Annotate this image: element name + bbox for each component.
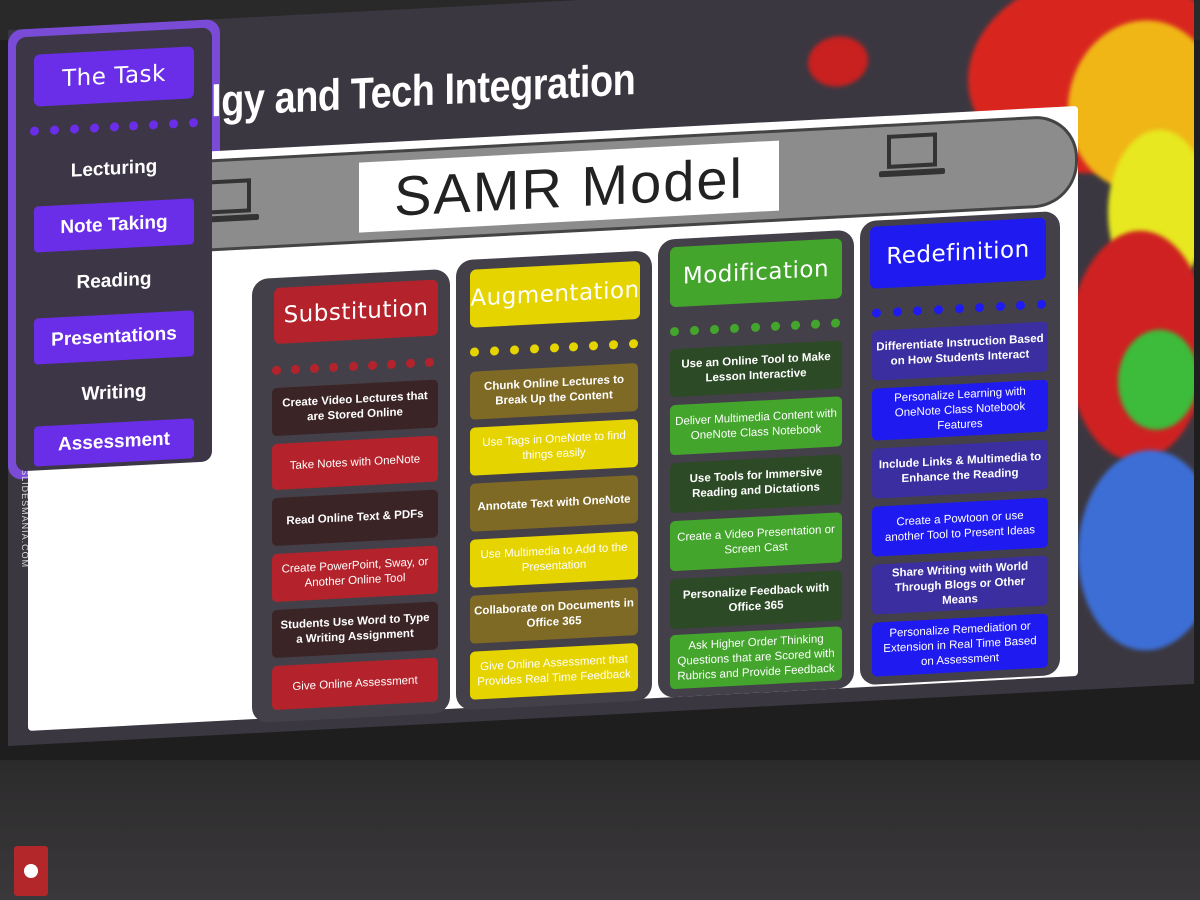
dot-divider xyxy=(872,299,1046,319)
augmentation-item: Annotate Text with OneNote xyxy=(470,474,638,532)
modification-column: Modification Use an Online Tool to Make … xyxy=(658,229,854,698)
substitution-header: Substitution xyxy=(274,279,438,345)
augmentation-item: Chunk Online Lectures to Break Up the Co… xyxy=(470,362,638,420)
task-item: Reading xyxy=(76,268,152,294)
task-item: Lecturing xyxy=(70,156,158,182)
task-item: Presentations xyxy=(34,310,194,365)
augmentation-header: Augmentation xyxy=(470,260,640,328)
substitution-item: Take Notes with OneNote xyxy=(272,435,438,491)
modification-item: Use an Online Tool to Make Lesson Intera… xyxy=(670,340,842,398)
fire-alarm xyxy=(14,846,48,896)
redefinition-item: Personalize Remediation or Extension in … xyxy=(872,613,1048,677)
augmentation-column: Augmentation Chunk Online Lectures to Br… xyxy=(456,250,652,711)
task-item: Assessment xyxy=(34,418,194,467)
substitution-item: Create Video Lectures that are Stored On… xyxy=(272,379,438,437)
modification-header: Modification xyxy=(670,238,842,308)
redefinition-item: Create a Powtoon or use another Tool to … xyxy=(872,497,1048,557)
substitution-item: Read Online Text & PDFs xyxy=(272,489,438,547)
substitution-column: Substitution Create Video Lectures that … xyxy=(252,268,450,724)
dot-divider xyxy=(30,118,198,137)
wall xyxy=(0,760,1200,900)
substitution-item: Give Online Assessment xyxy=(272,657,438,711)
projection-screen: SLIDESMANIA.COM Technolgy and Tech Integ… xyxy=(8,0,1194,747)
modification-item: Deliver Multimedia Content with OneNote … xyxy=(670,396,842,456)
modification-item: Use Tools for Immersive Reading and Dict… xyxy=(670,454,842,514)
redefinition-item: Include Links & Multimedia to Enhance th… xyxy=(872,439,1048,499)
augmentation-item: Collaborate on Documents in Office 365 xyxy=(470,586,638,644)
dot-divider xyxy=(670,318,840,337)
dot-divider xyxy=(470,338,638,358)
samr-title: SAMR Model xyxy=(359,140,779,233)
redefinition-item: Personalize Learning with OneNote Class … xyxy=(872,379,1048,441)
substitution-item: Create PowerPoint, Sway, or Another Onli… xyxy=(272,545,438,603)
paint-splash xyxy=(808,34,868,89)
laptop-icon xyxy=(879,132,945,183)
modification-item: Personalize Feedback with Office 365 xyxy=(670,570,842,630)
modification-item: Create a Video Presentation or Screen Ca… xyxy=(670,512,842,572)
task-column: The Task Lecturing Note Taking Reading P… xyxy=(8,18,220,480)
redefinition-item: Share Writing with World Through Blogs o… xyxy=(872,555,1048,615)
augmentation-item: Use Multimedia to Add to the Presentatio… xyxy=(470,530,638,588)
augmentation-item: Give Online Assessment that Provides Rea… xyxy=(470,642,638,700)
augmentation-item: Use Tags in OneNote to find things easil… xyxy=(470,418,638,476)
dot-divider xyxy=(272,357,434,376)
redefinition-item: Differentiate Instruction Based on How S… xyxy=(872,321,1048,381)
task-item: Writing xyxy=(81,380,147,406)
substitution-item: Students Use Word to Type a Writing Assi… xyxy=(272,601,438,659)
task-item: Note Taking xyxy=(34,198,194,253)
paint-splash xyxy=(1078,446,1194,654)
task-header: The Task xyxy=(34,46,194,107)
redefinition-column: Redefinition Differentiate Instruction B… xyxy=(860,210,1060,686)
modification-item: Ask Higher Order Thinking Questions that… xyxy=(670,626,842,690)
redefinition-header: Redefinition xyxy=(870,217,1046,289)
